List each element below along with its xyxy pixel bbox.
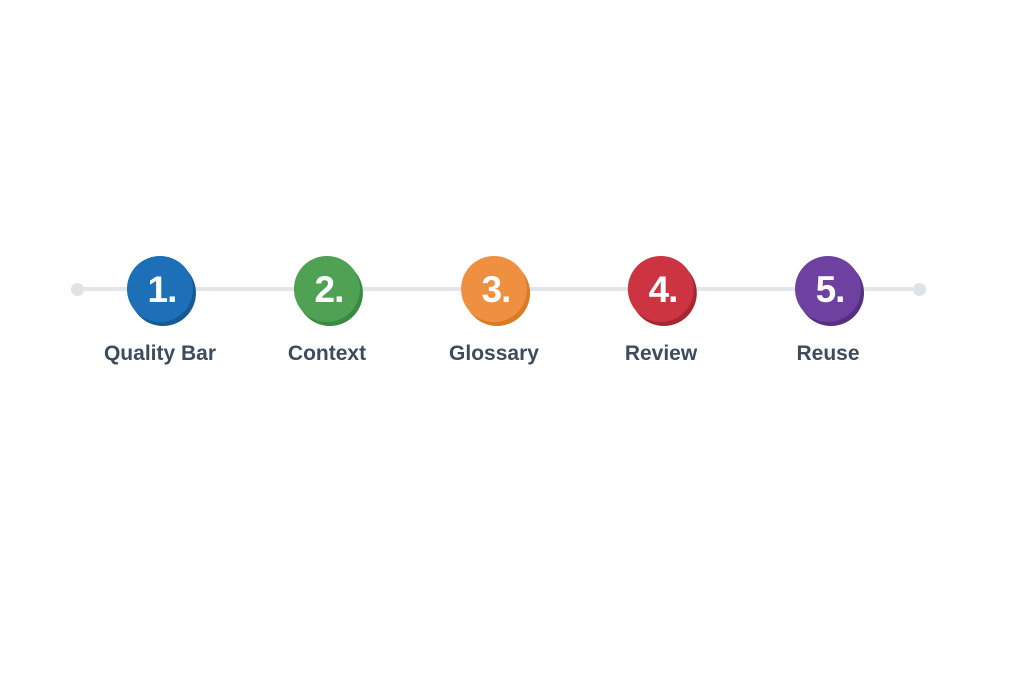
step-circle-icon: 4.: [628, 256, 694, 322]
step-number: 3.: [481, 268, 512, 310]
step-label: Review: [624, 342, 698, 365]
step-circle-icon: 2.: [293, 256, 360, 322]
step-quality-bar: 1. Quality Bar: [104, 256, 216, 366]
step-reuse: 5. Reuse: [795, 256, 861, 366]
timeline-endpoint-right-icon: [913, 283, 926, 296]
step-number: 5.: [815, 268, 846, 310]
step-label: Quality Bar: [103, 342, 217, 365]
timeline-endpoint-left-icon: [71, 283, 84, 296]
step-context: 2. Context: [288, 256, 366, 366]
step-number: 1.: [147, 268, 178, 310]
step-label: Glossary: [449, 342, 539, 365]
step-number: 4.: [648, 268, 679, 310]
step-review: 4. Review: [625, 256, 697, 366]
step-label: Context: [287, 342, 367, 365]
step-circle-icon: 3.: [460, 256, 527, 322]
step-circle-icon: 1.: [126, 256, 193, 322]
step-label: Reuse: [796, 342, 860, 365]
step-number: 2.: [314, 268, 345, 310]
step-circle-icon: 5.: [795, 256, 861, 322]
step-glossary: 3. Glossary: [449, 256, 539, 366]
